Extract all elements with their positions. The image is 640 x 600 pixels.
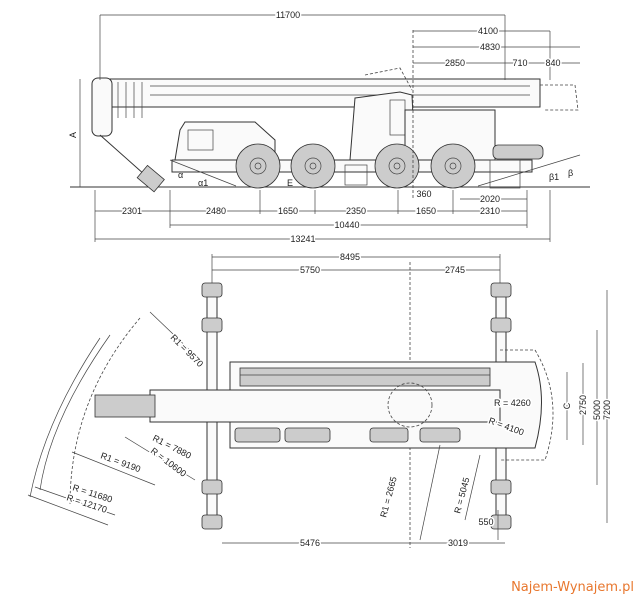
side-view: 11700 4100 4830 2850 710 840 2301 2480 1… [68, 9, 590, 246]
dim-axle-2: 1650 [278, 206, 298, 216]
dim-axle-4: 1650 [416, 206, 436, 216]
dim-height-a: A [68, 132, 78, 138]
dim-carrier-length: 10440 [334, 220, 359, 230]
top-view: 8495 5750 2745 7200 5000 2750 C 5476 301… [27, 251, 614, 550]
dim-axle-1: 2480 [206, 206, 226, 216]
dim-360: 360 [416, 189, 431, 199]
hook-block [136, 164, 165, 193]
radius-label: R1 = 9570 [169, 332, 206, 369]
wheels [235, 143, 476, 189]
dim-4830: 4830 [480, 42, 500, 52]
radius-label: R1 = 2665 [378, 476, 398, 519]
boom-top [149, 389, 501, 423]
dim-2850: 2850 [445, 58, 465, 68]
watermark: Najem-Wynajem.pl [511, 580, 634, 595]
angle-beta1: β1 [549, 172, 559, 182]
dim-840: 840 [545, 58, 560, 68]
dim-5000: 5000 [592, 400, 602, 420]
dim-axle-3: 2350 [346, 206, 366, 216]
counterweight [492, 144, 544, 160]
radius-label: R = 5045 [452, 476, 471, 514]
dim-3019: 3019 [448, 538, 468, 548]
chassis [171, 159, 533, 173]
dim-550: 550 [478, 517, 493, 527]
angle-alpha1: α1 [198, 178, 208, 188]
dim-c: C [562, 402, 572, 409]
dim-8495: 8495 [340, 252, 360, 262]
dim-overall-boom: 11700 [276, 10, 300, 20]
dim-4100: 4100 [478, 26, 498, 36]
radius-label: R = 4260 [494, 398, 531, 408]
dim-rear-overhang: 2310 [480, 206, 500, 216]
dim-2745: 2745 [445, 265, 465, 275]
dim-5750: 5750 [300, 265, 320, 275]
angle-beta: β [568, 168, 573, 178]
dim-overall-length: 13241 [290, 234, 315, 244]
dim-7200: 7200 [602, 400, 612, 420]
boom-head [91, 77, 113, 137]
dim-front-overhang: 2301 [122, 206, 142, 216]
dim-710: 710 [512, 58, 527, 68]
boom-cylinders [239, 367, 491, 387]
dim-2750: 2750 [578, 395, 588, 415]
angle-alpha: α [178, 170, 183, 180]
boom-head-top [94, 394, 156, 418]
boom [99, 78, 541, 108]
radius-label: R1 = 9190 [99, 450, 142, 474]
label-e: E [287, 178, 293, 188]
dim-2020: 2020 [480, 194, 500, 204]
dim-5476: 5476 [300, 538, 320, 548]
